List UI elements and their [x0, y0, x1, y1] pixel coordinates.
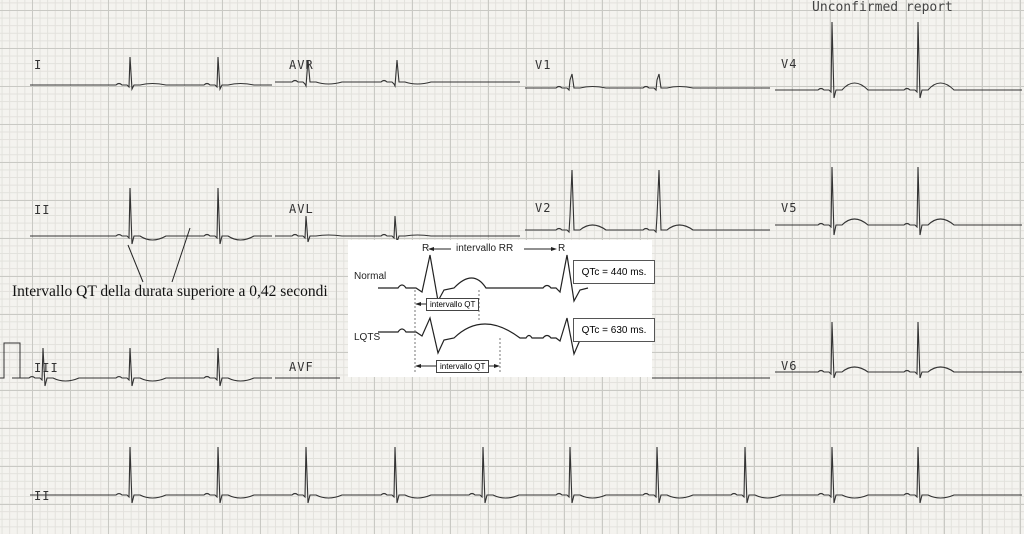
lead-label-avr: AVR	[289, 58, 314, 72]
trace-lead-v1	[525, 73, 770, 92]
trace-lead-iii	[12, 347, 272, 387]
report-status: Unconfirmed report	[812, 0, 953, 15]
lead-label-ii: II	[34, 203, 51, 217]
lqts-label: LQTS	[354, 332, 381, 343]
annotation-pointer-line	[127, 244, 144, 283]
trace-lead-v5	[775, 166, 1022, 236]
trace-lead-ii	[30, 187, 272, 245]
trace-lead-i	[30, 56, 272, 92]
qt-diagram-inset: R intervallo RR R Normal LQTS intervallo…	[348, 240, 655, 377]
lead-label-iii: III	[34, 361, 59, 375]
lead-label-rhythm-ii: II	[34, 489, 51, 503]
lead-label-v4: V4	[781, 57, 798, 71]
r-label-left: R	[422, 243, 430, 254]
qtc-lqts-box: QTc = 630 ms.	[573, 318, 655, 342]
rr-interval-label: intervallo RR	[456, 243, 514, 254]
lead-label-i: I	[34, 58, 43, 72]
trace-lead-v4	[775, 21, 1022, 99]
lead-label-v2: V2	[535, 201, 552, 215]
normal-trace	[378, 254, 589, 303]
qt-interval-lqts-label: intervallo QT	[436, 360, 490, 373]
calibration-pulse	[0, 342, 21, 379]
trace-lead-avl	[275, 215, 520, 243]
annotation-pointer-line	[171, 227, 191, 283]
trace-lead-avr	[275, 59, 520, 89]
trace-lead-v6	[775, 321, 1022, 379]
trace-rhythm-ii	[30, 446, 1022, 504]
qt-annotation: Intervallo QT della durata superiore a 0…	[12, 283, 328, 300]
qt-interval-normal-label: intervallo QT	[426, 298, 480, 311]
lqts-trace	[378, 316, 589, 357]
lead-label-v5: V5	[781, 201, 798, 215]
lead-label-avl: AVL	[289, 202, 314, 216]
trace-lead-v2	[525, 169, 770, 234]
r-label-right: R	[558, 243, 566, 254]
lead-label-v6: V6	[781, 359, 798, 373]
lead-label-v1: V1	[535, 58, 552, 72]
lead-label-avf: AVF	[289, 360, 314, 374]
normal-label: Normal	[354, 271, 387, 282]
qtc-normal-box: QTc = 440 ms.	[573, 260, 655, 284]
